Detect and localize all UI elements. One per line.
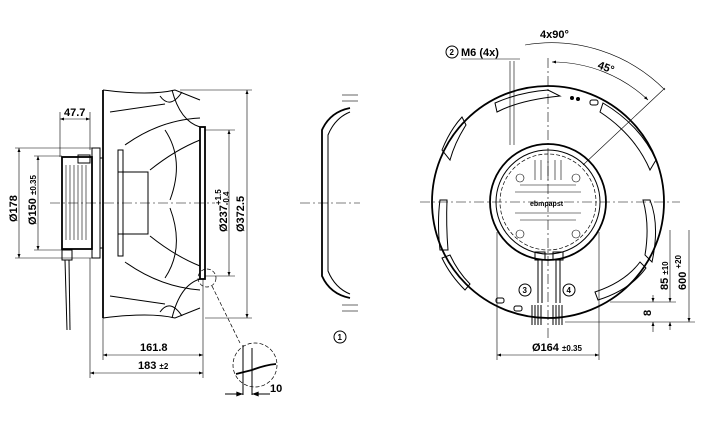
svg-text:85 ±10: 85 ±10: [659, 261, 671, 290]
dim-dia-150: Ø150 ±0.35: [27, 155, 62, 251]
motor-body: [61, 147, 104, 259]
detail-leader: [211, 285, 241, 344]
front-view: ebmpapst 2 M6 (4x) 4x90°: [420, 29, 695, 360]
dim-85: 85 ±10: [610, 230, 676, 330]
svg-text:Ø178: Ø178: [8, 195, 20, 222]
detail-view: 10: [225, 342, 282, 397]
dim-600: 600 +20: [565, 230, 695, 323]
callout-2-thread: 2 M6 (4x): [445, 45, 520, 145]
impeller: [102, 89, 206, 319]
svg-text:Ø237+1.5-0.4: Ø237+1.5-0.4: [214, 189, 231, 232]
outer-housing: [431, 85, 665, 319]
svg-text:M6 (4x): M6 (4x): [461, 47, 499, 59]
angle-4x90: 4x90°: [524, 29, 666, 91]
circuit-lines: [515, 158, 581, 239]
svg-text:4x90°: 4x90°: [540, 29, 569, 41]
dim-dia-237: Ø237+1.5-0.4: [205, 129, 235, 277]
detail-marker-circle: [197, 268, 217, 288]
callout-3: 3: [523, 286, 528, 295]
dim-dia-164: Ø164 ±0.35: [496, 232, 600, 360]
svg-text:600 +20: 600 +20: [674, 254, 689, 290]
inlet-ring-view: 1: [300, 94, 360, 344]
side-view: 10 47.7 Ø178 Ø150 ±0.35 Ø237+1.5-0.4 Ø37…: [8, 89, 282, 397]
callout-1: 1: [338, 333, 343, 342]
detail-dim-label: 10: [270, 383, 282, 395]
brand-logo: ebmpapst: [530, 201, 564, 208]
dim-dia-178: Ø178: [8, 147, 92, 259]
angle-45: 45°: [551, 60, 666, 166]
dim-47-7: 47.7: [59, 107, 91, 157]
svg-text:8: 8: [642, 310, 654, 316]
cable: [61, 249, 73, 331]
callout-4: 4: [567, 286, 572, 295]
svg-text:Ø164 ±0.35: Ø164 ±0.35: [532, 342, 582, 354]
svg-text:183 ±2: 183 ±2: [138, 360, 169, 372]
svg-text:47.7: 47.7: [64, 107, 85, 119]
cable-glands: [531, 251, 564, 325]
dim-8: 8: [642, 295, 655, 332]
svg-text:161.8: 161.8: [140, 342, 168, 354]
dim-183: 183 ±2: [89, 258, 203, 378]
housing-slots: [438, 89, 657, 301]
svg-text:2: 2: [450, 48, 455, 57]
dim-dia-372: Ø372.5: [180, 89, 252, 319]
svg-text:Ø372.5: Ø372.5: [235, 196, 247, 232]
svg-text:45°: 45°: [596, 60, 616, 77]
svg-text:Ø150 ±0.35: Ø150 ±0.35: [27, 175, 39, 225]
dim-161-8: 161.8: [102, 279, 204, 378]
motor-hub: [489, 143, 607, 261]
